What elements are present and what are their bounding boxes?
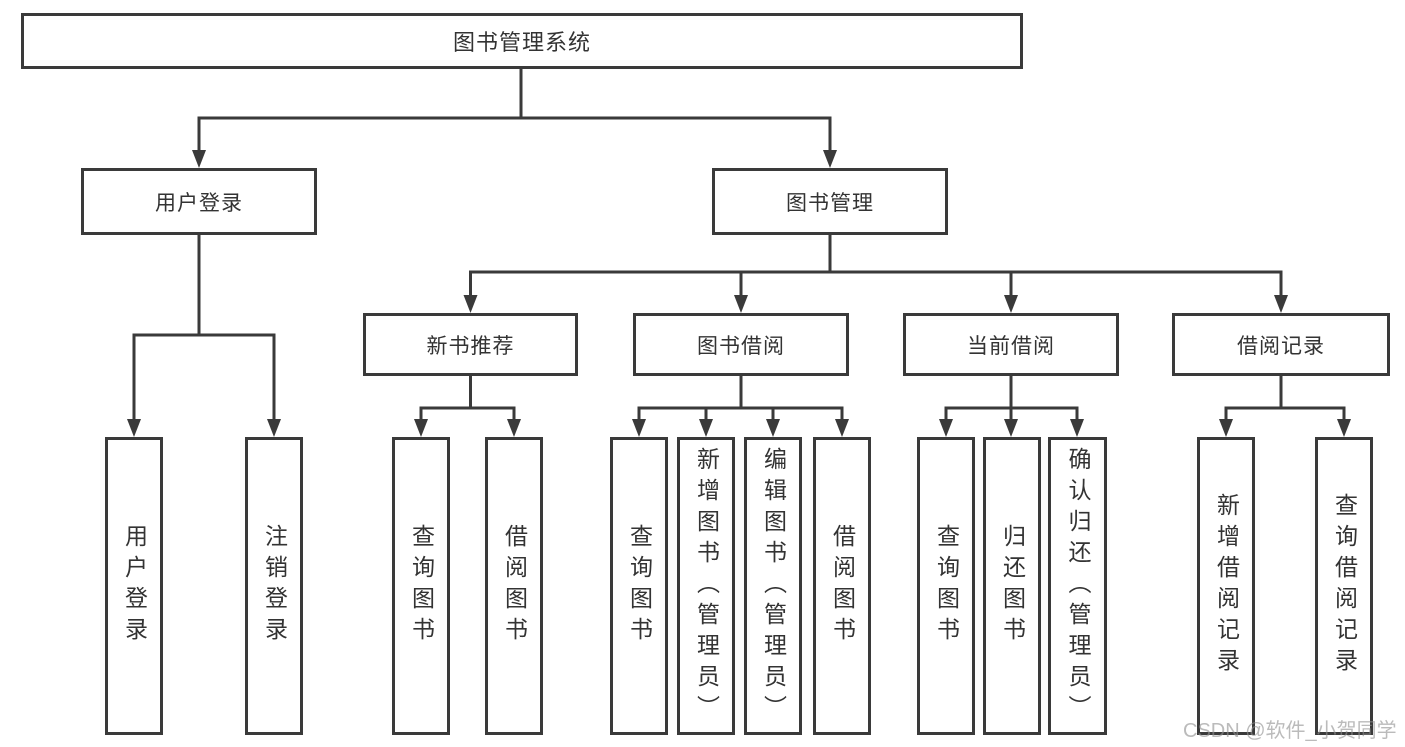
leaf-confirm-return-admin: 确认归还（管理员） — [1048, 437, 1107, 735]
leaf-query-books-2: 查询图书 — [610, 437, 668, 735]
node-current-borrow: 当前借阅 — [903, 313, 1119, 376]
leaf-return-books: 归还图书 — [983, 437, 1041, 735]
leaf-user-login: 用户登录 — [105, 437, 163, 735]
leaf-borrow-books-2: 借阅图书 — [813, 437, 871, 735]
leaf-borrow-books-2-label: 借阅图书 — [829, 524, 856, 648]
node-borrow-records: 借阅记录 — [1172, 313, 1390, 376]
leaf-user-login-label: 用户登录 — [121, 524, 148, 648]
leaf-query-books-1-label: 查询图书 — [408, 524, 435, 648]
leaf-query-books-3: 查询图书 — [917, 437, 975, 735]
leaf-confirm-return-admin-label: 确认归还（管理员） — [1065, 446, 1091, 726]
leaf-edit-books-admin-label: 编辑图书（管理员） — [760, 446, 787, 726]
leaf-borrow-books-1-label: 借阅图书 — [501, 524, 528, 648]
leaf-query-books-1: 查询图书 — [392, 437, 450, 735]
node-book-borrow: 图书借阅 — [633, 313, 849, 376]
leaf-edit-books-admin: 编辑图书（管理员） — [744, 437, 802, 735]
leaf-logout: 注销登录 — [245, 437, 303, 735]
leaf-add-borrow-record-label: 新增借阅记录 — [1213, 493, 1240, 679]
leaf-query-borrow-record-label: 查询借阅记录 — [1331, 493, 1358, 679]
leaf-return-books-label: 归还图书 — [999, 524, 1026, 648]
leaf-query-books-3-label: 查询图书 — [933, 524, 960, 648]
leaf-query-borrow-record: 查询借阅记录 — [1315, 437, 1373, 735]
leaf-logout-label: 注销登录 — [261, 524, 288, 648]
node-library-management-system: 图书管理系统 — [21, 13, 1023, 69]
csdn-watermark: CSDN @软件_小贺同学 — [1183, 720, 1397, 742]
node-new-book-recommend: 新书推荐 — [363, 313, 578, 376]
leaf-borrow-books-1: 借阅图书 — [485, 437, 543, 735]
leaf-add-books-admin: 新增图书（管理员） — [677, 437, 735, 735]
node-book-management: 图书管理 — [712, 168, 948, 235]
node-user-login: 用户登录 — [81, 168, 317, 235]
leaf-add-borrow-record: 新增借阅记录 — [1197, 437, 1255, 735]
leaf-add-books-admin-label: 新增图书（管理员） — [693, 446, 720, 726]
leaf-query-books-2-label: 查询图书 — [626, 524, 653, 648]
